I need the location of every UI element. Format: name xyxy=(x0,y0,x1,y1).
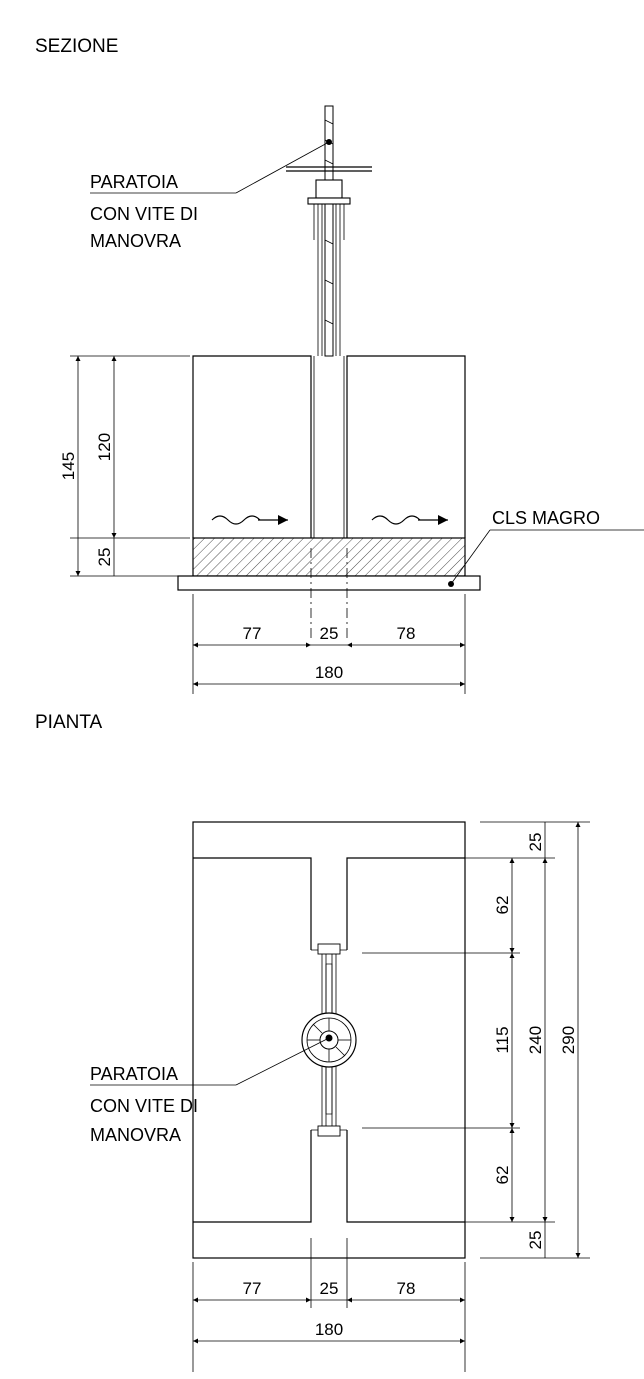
section-gate-label-2: CON VITE DI xyxy=(90,204,198,224)
plan-gate-label-3: MANOVRA xyxy=(90,1125,181,1145)
section-gate-assembly xyxy=(286,105,372,357)
section-dim-right: 78 xyxy=(397,624,416,643)
plan-tank-outline xyxy=(192,821,466,1259)
section-tank-body xyxy=(192,355,466,538)
section-lean-concrete xyxy=(177,575,481,591)
plan-dim-right: 78 xyxy=(397,1279,416,1298)
plan-title: PIANTA xyxy=(35,712,103,733)
plan-vertical-dimensions: 25 62 115 240 290 62 25 xyxy=(362,821,590,1259)
plan-view: PIANTA xyxy=(35,712,590,1372)
section-flow-arrow-left xyxy=(211,515,288,525)
plan-dim-left: 77 xyxy=(243,1279,262,1298)
plan-gate-callout: PARATOIA CON VITE DI MANOVRA xyxy=(90,1034,333,1145)
plan-dim-bottom-band: 25 xyxy=(526,1231,545,1250)
section-dim-total-width: 180 xyxy=(315,663,343,682)
plan-dim-lower-gap: 62 xyxy=(493,1166,512,1185)
section-dim-inner-height: 120 xyxy=(95,433,114,461)
section-dim-left: 77 xyxy=(243,624,262,643)
plan-dim-center: 115 xyxy=(493,1026,512,1053)
section-flow-arrow-right xyxy=(371,515,448,525)
plan-dim-total-width: 180 xyxy=(315,1320,343,1339)
plan-dim-overall: 290 xyxy=(559,1026,578,1054)
section-gate-label-3: MANOVRA xyxy=(90,231,181,251)
plan-dim-top-band: 25 xyxy=(526,833,545,852)
plan-dim-upper-gap: 62 xyxy=(493,896,512,915)
section-vertical-dimensions: 145 120 25 xyxy=(59,355,190,577)
plan-gate-label-2: CON VITE DI xyxy=(90,1096,198,1116)
plan-dim-middle: 25 xyxy=(320,1279,339,1298)
plan-gate-label-1: PARATOIA xyxy=(90,1064,178,1084)
plan-dim-inner-total: 240 xyxy=(526,1026,545,1054)
section-gate-callout: PARATOIA CON VITE DI MANOVRA xyxy=(90,139,332,251)
section-axis-lines xyxy=(310,548,348,640)
section-title: SEZIONE xyxy=(35,36,118,57)
section-dim-middle: 25 xyxy=(320,624,339,643)
section-lean-concrete-label: CLS MAGRO xyxy=(492,508,600,528)
section-lean-concrete-callout: CLS MAGRO xyxy=(448,508,644,587)
section-view: SEZIONE xyxy=(35,36,644,694)
section-dim-total-height: 145 xyxy=(59,452,78,480)
section-gate-label-1: PARATOIA xyxy=(90,172,178,192)
plan-horizontal-dimensions: 77 25 78 180 xyxy=(192,1238,466,1372)
section-dim-slab: 25 xyxy=(95,548,114,567)
section-horizontal-dimensions: 77 25 78 180 xyxy=(192,594,466,694)
section-foundation-slab xyxy=(192,537,466,577)
section-gate-leader-dot xyxy=(326,139,332,145)
